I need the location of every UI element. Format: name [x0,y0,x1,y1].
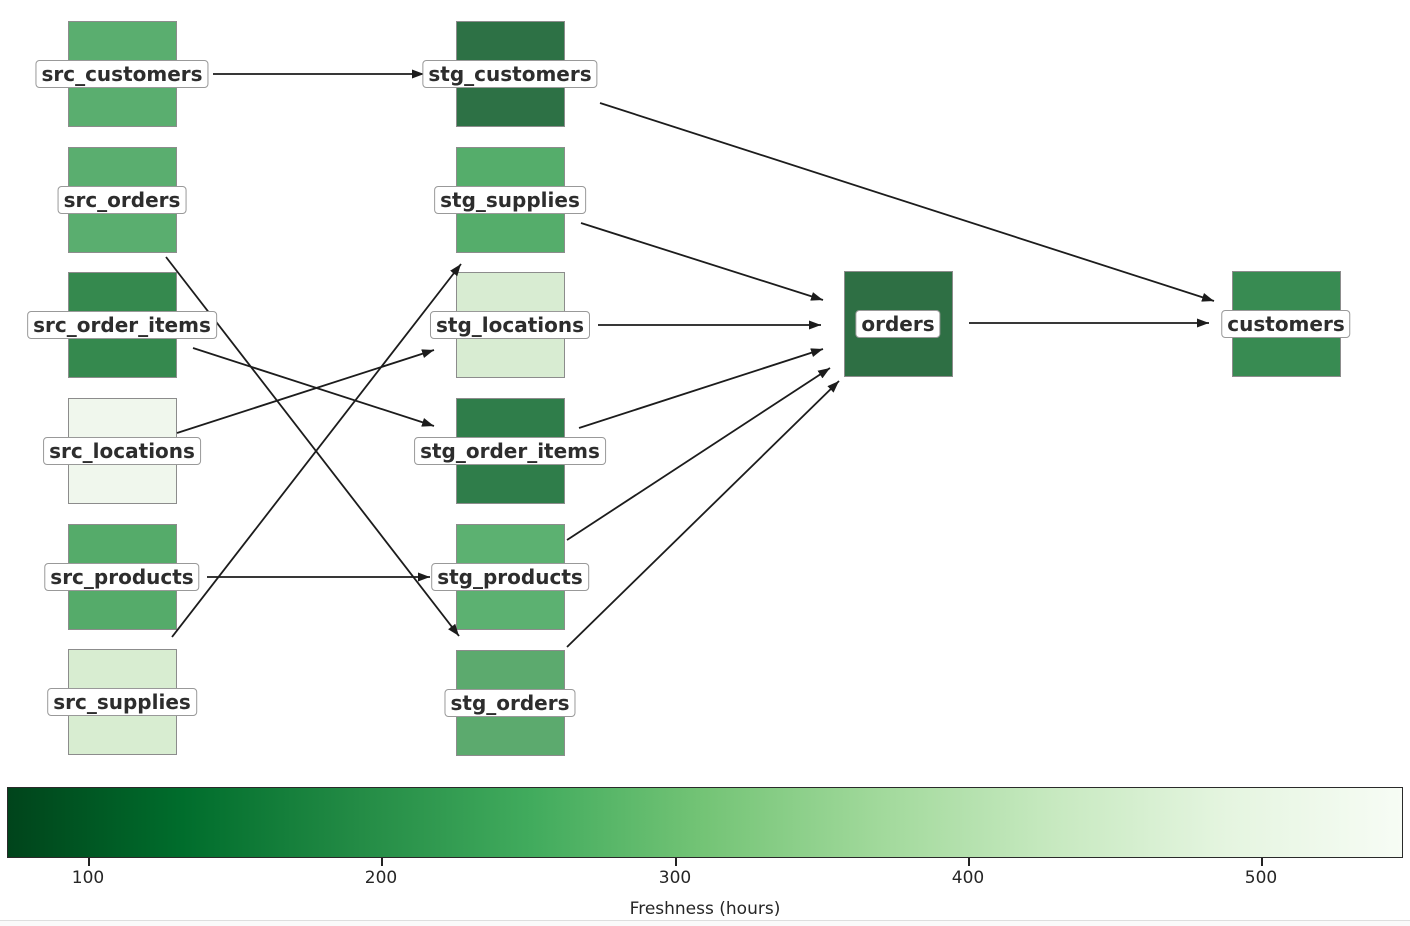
node-label-customers: customers [1221,310,1351,338]
edge-src_locations-to-stg_locations [176,349,435,434]
edge-stg_orders-to-orders [566,380,840,648]
colorbar-tick-label-100: 100 [71,868,105,888]
node-label-src_supplies: src_supplies [47,688,197,716]
colorbar-tick-200 [381,858,383,866]
node-label-src_orders: src_orders [57,186,187,214]
node-label-orders: orders [855,310,941,338]
colorbar-tick-label-500: 500 [1244,868,1278,888]
colorbar-gradient [7,787,1403,858]
node-label-stg_supplies: stg_supplies [434,186,586,214]
edge-src_supplies-to-stg_supplies [171,263,462,638]
node-label-stg_locations: stg_locations [429,311,591,339]
node-label-src_locations: src_locations [43,437,201,465]
colorbar-tick-label-400: 400 [951,868,985,888]
edge-stg_customers-to-customers [599,102,1215,302]
node-label-src_customers: src_customers [35,60,209,88]
node-label-stg_products: stg_products [431,563,589,591]
colorbar-tick-400 [968,858,970,866]
colorbar-tick-label-200: 200 [364,868,398,888]
edge-stg_products-to-orders [566,367,831,541]
edge-stg_supplies-to-orders [580,222,824,301]
colorbar-tick-label-300: 300 [658,868,692,888]
node-label-src_order_items: src_order_items [27,311,217,339]
node-label-stg_order_items: stg_order_items [414,437,606,465]
node-label-stg_customers: stg_customers [422,60,598,88]
node-label-stg_orders: stg_orders [444,689,576,717]
node-label-src_products: src_products [44,563,200,591]
colorbar-tick-100 [88,858,90,866]
edge-src_order_items-to-stg_order_items [192,347,435,427]
edge-stg_order_items-to-orders [578,348,824,429]
bottom-band [0,921,1410,926]
colorbar-axis-label: Freshness (hours) [629,899,781,919]
colorbar-tick-300 [675,858,677,866]
bottom-divider [0,920,1410,921]
colorbar-tick-500 [1261,858,1263,866]
